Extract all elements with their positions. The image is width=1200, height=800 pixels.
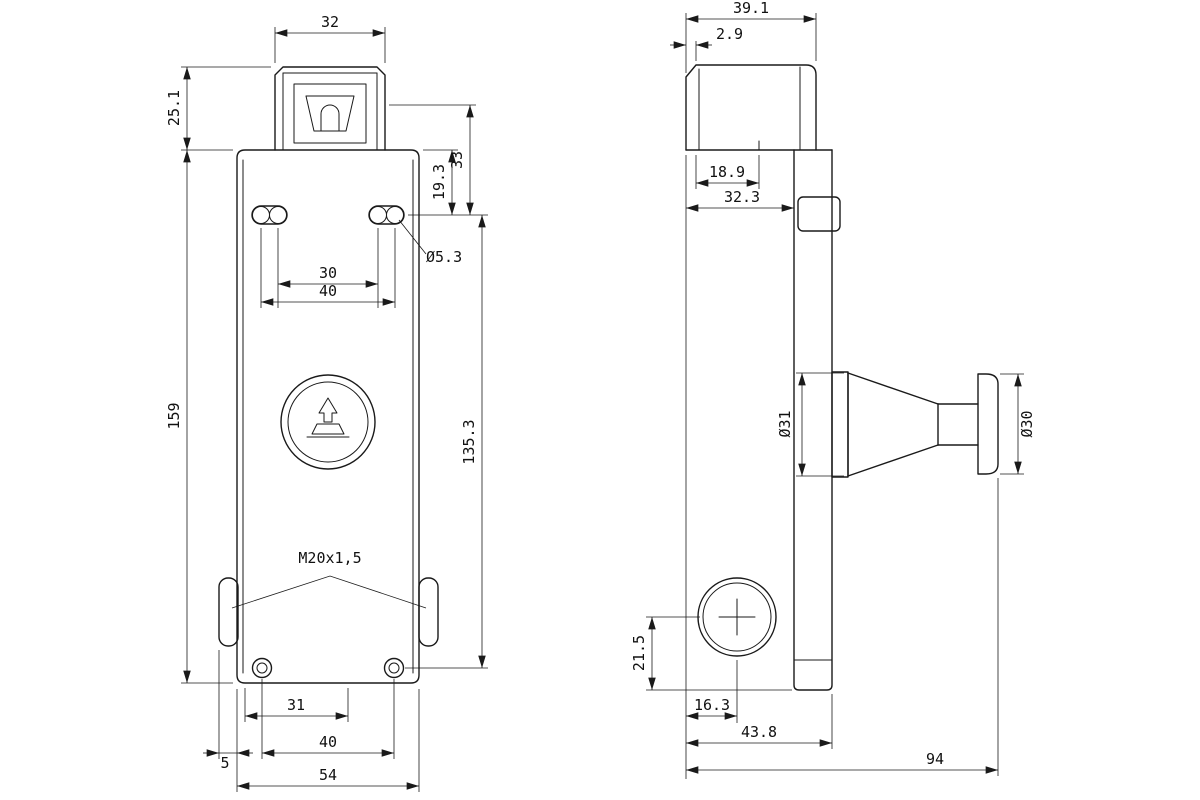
dim-label-body-height: 159 [165, 402, 183, 429]
dim-label-knob-base-diameter: Ø31 [776, 410, 794, 437]
dim-hole-spacing: 30 40 [260, 228, 396, 308]
dim-label-hole-diameter: Ø5.3 [426, 248, 462, 266]
gland-thread-label: M20x1,5 [298, 549, 361, 567]
side-body-column [793, 149, 841, 691]
front-body-outline [236, 149, 420, 684]
dim-label-holes-from-top: 19.3 [430, 164, 448, 200]
dim-bottom-hole-spacing: 40 [261, 679, 395, 759]
dim-label-front-step: 2.9 [716, 25, 743, 43]
dim-head-height: 25.1 [165, 66, 271, 151]
dim-knob-base-diameter: Ø31 [776, 372, 844, 477]
side-head [685, 64, 833, 151]
release-symbol-icon [306, 397, 350, 438]
dim-label-screw-height: 21.5 [630, 635, 648, 671]
front-release-button [280, 374, 376, 470]
dim-hole-diameter: Ø5.3 [398, 219, 462, 266]
front-head [274, 66, 386, 151]
screw-cross-icon [718, 598, 756, 636]
dim-bottom-31: 31 [244, 688, 349, 722]
front-mounting-slots [251, 205, 405, 225]
dim-label-screw-offset: 16.3 [694, 696, 730, 714]
side-screw [697, 577, 777, 657]
dim-head-width: 32 [274, 13, 386, 63]
dim-label-holes-from-head: 33 [448, 151, 466, 169]
dim-label-head-depth: 39.1 [733, 0, 769, 17]
side-mounting-lug [797, 196, 841, 232]
dim-mount-depth: 32.3 [686, 188, 794, 212]
dim-label-head-height: 25.1 [165, 90, 183, 126]
dim-label-gland-protrusion: 5 [220, 754, 229, 772]
dim-screw-height: 21.5 [630, 616, 792, 691]
label-gland-thread: M20x1,5 [231, 549, 427, 609]
dim-label-total-depth: 94 [926, 750, 944, 768]
dim-gland-protrusion: 5 [203, 650, 253, 772]
dim-label-hole-spacing-inner: 30 [319, 264, 337, 282]
side-reset-knob [831, 371, 999, 478]
dim-body-width: 54 [236, 689, 420, 792]
dim-screw-offset: 16.3 [686, 660, 738, 723]
dim-label-hole-span-vertical: 135.3 [460, 419, 478, 464]
dim-label-mount-depth: 32.3 [724, 188, 760, 206]
dim-head-depth: 39.1 [685, 0, 817, 73]
dim-holes-from-top: 19.3 [423, 149, 458, 215]
dim-label-bottom-31: 31 [287, 696, 305, 714]
front-view: 32 25.1 159 19.3 33 [165, 13, 488, 792]
dim-label-head-width: 32 [321, 13, 339, 31]
dim-label-knob-diameter: Ø30 [1018, 410, 1036, 437]
side-view: 39.1 2.9 18.9 32.3 Ø31 [630, 0, 1036, 779]
dim-body-height: 159 [165, 150, 233, 684]
dim-inner-depth: 18.9 [695, 155, 760, 189]
dim-label-hole-spacing-outer: 40 [319, 282, 337, 300]
dim-label-bottom-hole-spacing: 40 [319, 733, 337, 751]
dim-front-step: 2.9 [670, 25, 743, 61]
dim-label-inner-depth: 18.9 [709, 163, 745, 181]
dim-total-depth: 94 [686, 478, 999, 776]
dim-hole-span-vertical: 135.3 [405, 214, 488, 669]
front-bottom-holes [251, 657, 405, 679]
dim-knob-diameter: Ø30 [1000, 373, 1036, 475]
dim-label-body-depth: 43.8 [741, 723, 777, 741]
front-cable-glands [218, 577, 439, 647]
dim-holes-from-head: 33 [389, 104, 476, 215]
dim-label-body-width: 54 [319, 766, 337, 784]
dim-body-depth: 43.8 [686, 694, 833, 749]
